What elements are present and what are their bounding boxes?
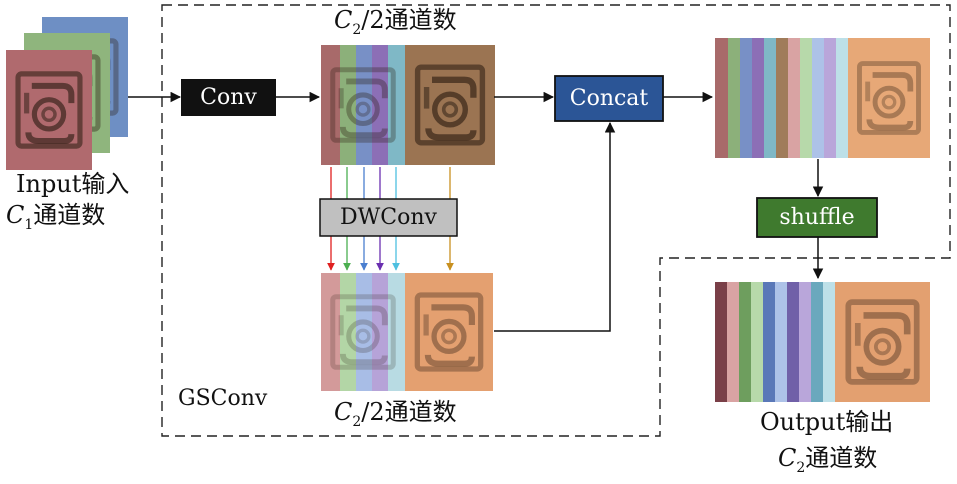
- dwconv-label: DWConv: [340, 205, 437, 230]
- dwconv-feature-stack: [321, 273, 493, 391]
- output-channels-label: C2通道数: [778, 444, 878, 476]
- concat-label: Concat: [569, 86, 649, 111]
- dwconv-block: DWConv: [320, 199, 457, 236]
- shuffle-block: shuffle: [757, 198, 877, 237]
- input-feature-stack: [6, 17, 128, 170]
- concat-block-bg: [554, 75, 664, 122]
- output-feature-stack: [715, 282, 930, 402]
- input-channels-label: C1通道数: [6, 201, 106, 233]
- shuffle-label: shuffle: [779, 205, 855, 230]
- concat-feature-stack: [715, 38, 930, 158]
- gsconv-module-label: GSConv: [178, 386, 268, 411]
- conv-feature-stack: [321, 45, 495, 165]
- gsconv-boundary: [161, 4, 951, 437]
- conv-block: Conv: [181, 79, 276, 116]
- output-label: Output输出: [760, 408, 894, 436]
- half-channels-bottom-label: C2/2通道数: [334, 398, 457, 430]
- shuffle-block-bg: [756, 197, 878, 238]
- concat-block: Concat: [555, 76, 663, 121]
- input-label: Input输入: [16, 170, 130, 198]
- half-channels-top-label: C2/2通道数: [334, 6, 457, 38]
- dwconv-block-bg: [319, 198, 458, 237]
- arrow-dwfeatures-to-concat: [494, 121, 616, 332]
- conv-block-bg: [181, 79, 276, 116]
- conv-label: Conv: [200, 85, 257, 110]
